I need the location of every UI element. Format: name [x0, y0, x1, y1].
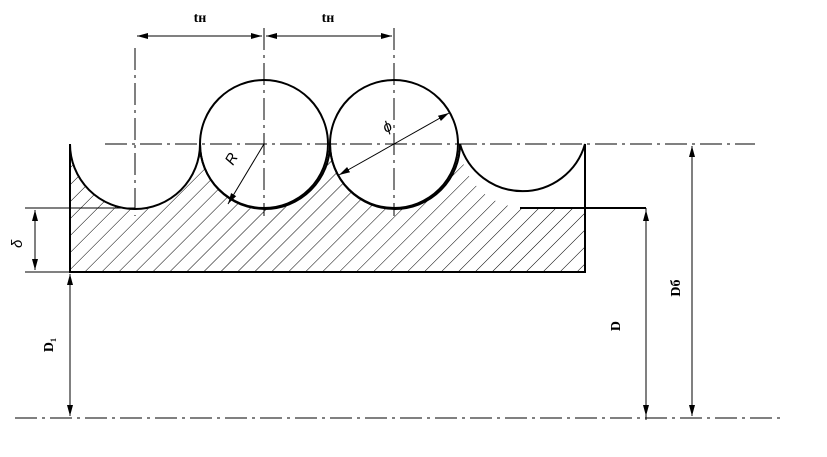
inner-diameter-label: D₁: [42, 338, 57, 352]
radius-leader: [227, 143, 265, 205]
radius-label: R: [222, 150, 242, 168]
thickness-dimension: [25, 207, 135, 273]
pitch-label-2: tн: [322, 11, 335, 26]
drum-diameter-label: Dб: [669, 279, 684, 296]
diameter-label: ϕ: [380, 118, 396, 137]
drum-body: [69, 143, 586, 273]
diameter-dimension: [338, 112, 450, 176]
thickness-label: δ: [9, 239, 26, 248]
pitch-label-1: tн: [194, 11, 207, 26]
groove-diameter-label: D: [609, 321, 624, 331]
